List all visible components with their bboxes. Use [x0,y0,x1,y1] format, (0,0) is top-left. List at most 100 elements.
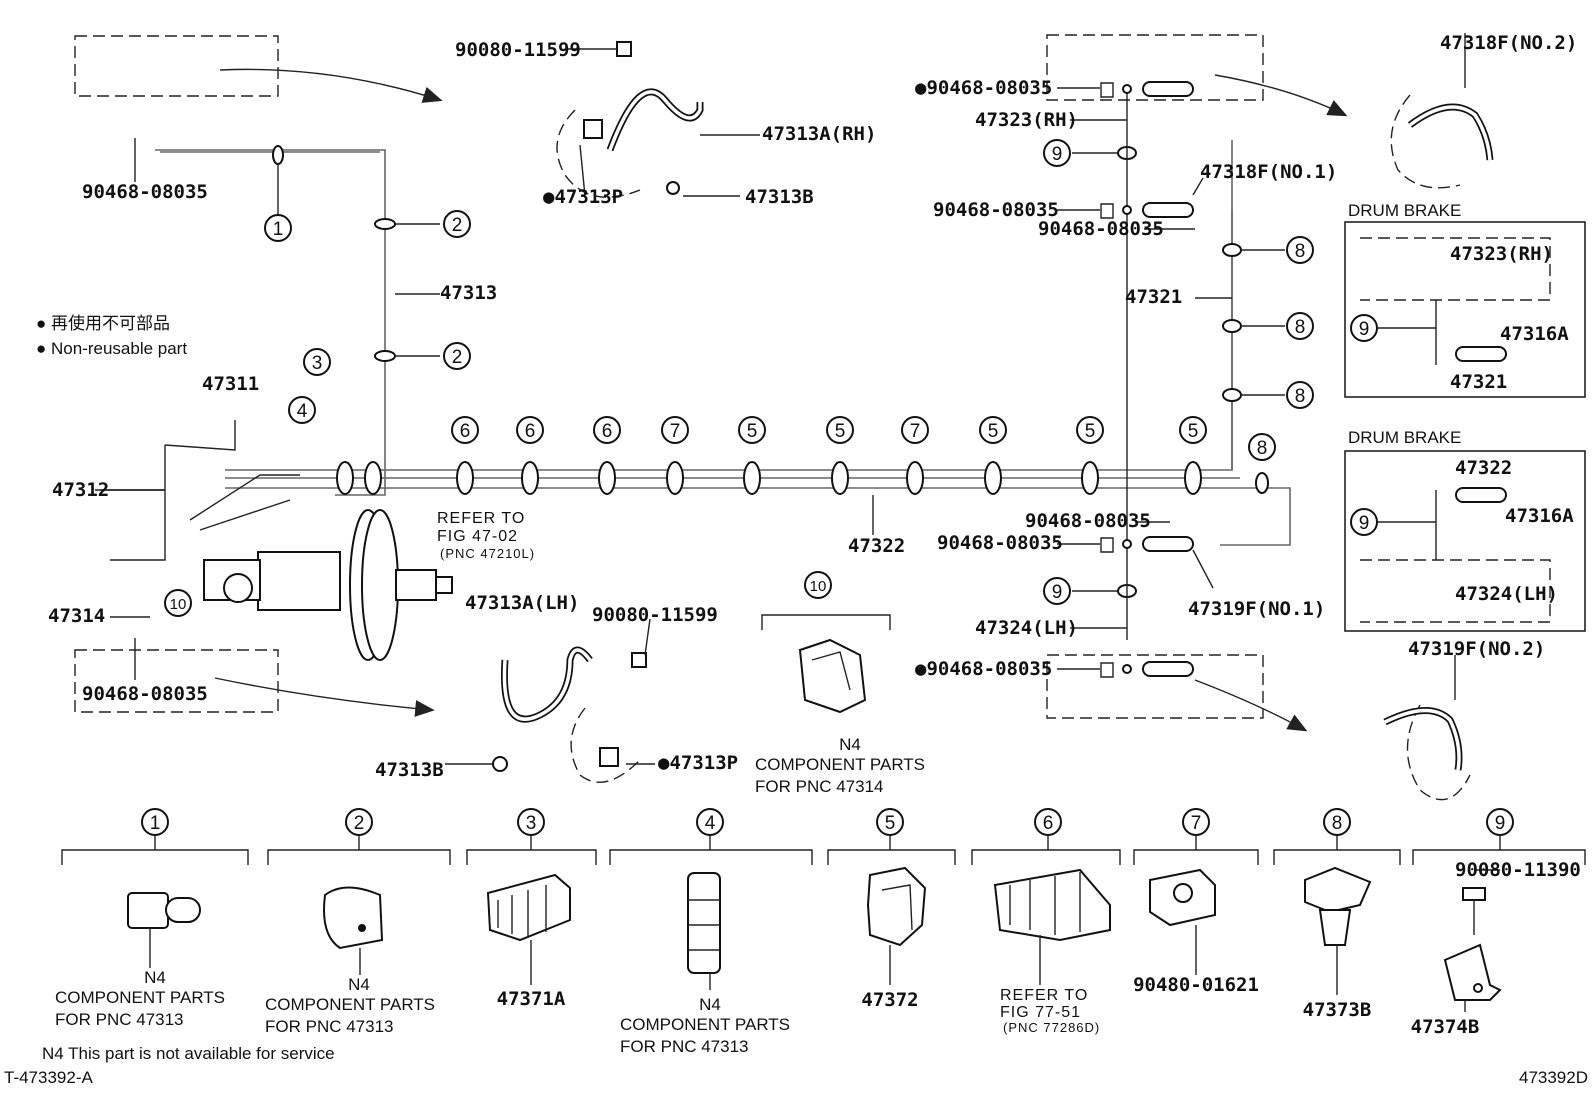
b4-line1: COMPONENT PARTS [620,1015,790,1034]
legend: ● 再使用不可部品 ● Non-reusable part [36,313,187,358]
drum1-47323-rh: 47323(RH) [1450,243,1553,265]
label-90080-11599-bottom: 90080-11599 [592,604,718,626]
label-90468-08035-top-left: 90468-08035 [82,181,208,203]
b9-90080-11390: 90080-11390 [1455,859,1581,881]
label-47313p-top: ●47313P [543,186,623,208]
bottom-callout-4: 4 [705,813,716,834]
inset-top-right [1046,34,1348,117]
drum2-47322: 47322 [1455,457,1512,479]
label-47322-main: 47322 [848,535,905,557]
label-47319f-no2: 47319F(NO.2) [1408,638,1545,660]
footer-note: N4 This part is not available for servic… [42,1044,335,1063]
b2-n4: N4 [348,975,370,994]
callout-5: 5 [1085,421,1096,442]
label-47313p-bottom: ●47313P [658,752,738,774]
component-10-clamp [761,614,891,714]
callout-7: 7 [910,421,921,442]
callout-10: 10 [170,596,187,613]
drum2-47324-lh: 47324(LH) [1455,583,1558,605]
label-47313b-top: 47313B [745,186,814,208]
label-47314: 47314 [48,605,105,627]
b4-n4: N4 [699,995,721,1014]
callout-8: 8 [1295,317,1306,338]
label-90468-08035-r3: ●90468-08035 [915,658,1052,680]
label-90080-11599-top: 90080-11599 [455,39,581,61]
label-47312: 47312 [52,479,109,501]
bracket-47374b [1443,869,1502,1012]
refer-47-line1: REFER TO [437,510,525,527]
b6-refer-line2: FIG 77-51 [1000,1004,1081,1021]
label-47318f-no1: 47318F(NO.1) [1200,161,1337,183]
brake-hose-rh [556,41,704,198]
label-47313: 47313 [440,282,497,304]
bottom-callout-6: 6 [1043,813,1054,834]
label-47313a-lh: 47313A(LH) [465,592,579,614]
label-47321: 47321 [1125,286,1182,308]
bottom-callout-8: 8 [1332,813,1343,834]
drum1-title: DRUM BRAKE [1348,201,1461,220]
label-47319f-no1: 47319F(NO.1) [1188,598,1325,620]
callout-3: 3 [312,353,323,374]
clamp-part-6 [993,868,1111,985]
clamp-part-4 [687,872,721,990]
comp10-line1: COMPONENT PARTS [755,755,925,774]
footer: N4 This part is not available for servic… [4,1044,1588,1087]
brake-line-47313 [155,149,386,496]
bottom-callout-9: 9 [1495,813,1506,834]
callout-1: 1 [273,219,284,240]
label-47324-lh: 47324(LH) [975,617,1078,639]
clip-part-1 [127,892,201,968]
callout-5: 5 [1188,421,1199,442]
clip-47373b [1304,866,1372,995]
callout-9: 9 [1359,513,1370,534]
label-90468-08035-tr3: 90468-08035 [1038,218,1164,240]
b8-47373b: 47373B [1303,999,1372,1021]
callout-5: 5 [747,421,758,442]
clamp-47372 [866,866,927,985]
b2-line1: COMPONENT PARTS [265,995,435,1014]
callout-8: 8 [1295,241,1306,262]
bottom-callout-7: 7 [1191,813,1202,834]
callout-6: 6 [525,421,536,442]
b5-47372: 47372 [861,989,918,1011]
callout-6: 6 [460,421,471,442]
label-47311: 47311 [202,373,259,395]
label-90468-08035-bottom-left: 90468-08035 [82,683,208,705]
refer-47-line2: FIG 47-02 [437,528,518,545]
callout-5: 5 [835,421,846,442]
leader-lines [95,33,1466,765]
label-47313a-rh: 47313A(RH) [762,123,876,145]
brake-booster-assembly [100,420,453,661]
callout-5: 5 [988,421,999,442]
label-47313b-bottom: 47313B [375,759,444,781]
bottom-callout-2: 2 [354,813,365,834]
b1-line2: FOR PNC 47313 [55,1010,184,1029]
callout-10: 10 [810,578,827,595]
b6-refer-line3: (PNC 77286D) [1003,1020,1100,1035]
label-90468-08035-tr2: 90468-08035 [933,199,1059,221]
refer-47-line3: (PNC 47210L) [440,546,535,561]
drum2-title: DRUM BRAKE [1348,428,1461,447]
label-90468-08035-r1: 90468-08035 [1025,510,1151,532]
inset-top-left [74,35,443,103]
b6-refer-line1: REFER TO [1000,987,1088,1004]
callout-9: 9 [1052,582,1063,603]
callouts-top: 1 2 2 3 4 6 6 6 7 5 5 7 5 5 5 8 8 8 8 [164,139,1378,617]
b7-90480-01621: 90480-01621 [1133,974,1259,996]
b1-n4: N4 [144,968,166,987]
callout-9: 9 [1359,319,1370,340]
comp10-n4: N4 [839,735,861,754]
b1-line1: COMPONENT PARTS [55,988,225,1007]
b2-line2: FOR PNC 47313 [265,1017,394,1036]
brake-hose-lh [492,646,647,783]
drum-brake-box-2 [1344,450,1586,632]
b4-line2: FOR PNC 47313 [620,1037,749,1056]
callout-4: 4 [297,401,308,422]
clip-90480-01621 [1149,868,1216,975]
legend-line-en: ● Non-reusable part [36,339,187,358]
b3-47371a: 47371A [497,988,566,1010]
inset-bottom-right [1046,654,1308,732]
label-90468-08035-r2: 90468-08035 [937,532,1063,554]
bottom-callout-1: 1 [150,813,161,834]
